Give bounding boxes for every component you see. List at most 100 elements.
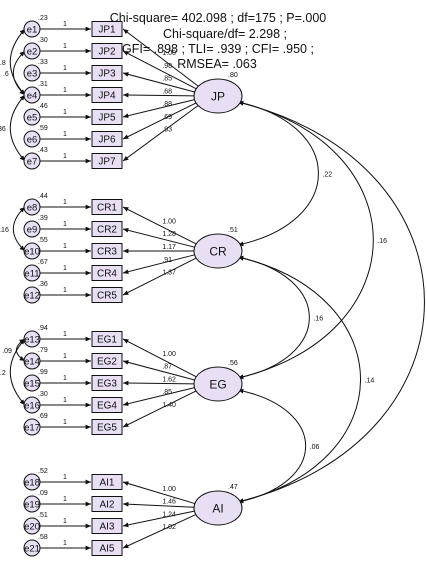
error-term-label: e5 xyxy=(27,112,38,123)
error-variance-label: .52 xyxy=(38,468,48,475)
error-covariance-label: .8 xyxy=(0,60,6,67)
error-variance-label: .69 xyxy=(38,413,48,420)
indicator-box xyxy=(91,87,123,103)
latent-covariance-label: .16 xyxy=(377,238,387,245)
latent-covariance-arc xyxy=(237,255,361,504)
error-path-label: 1 xyxy=(63,65,67,72)
error-variance-label: .58 xyxy=(38,534,48,541)
error-variance-label: .59 xyxy=(38,125,48,132)
loading-arrow xyxy=(122,50,197,90)
error-term-label: e8 xyxy=(27,202,38,213)
loading-label: .93 xyxy=(162,127,172,134)
latent-ellipse xyxy=(193,233,243,269)
error-variance-label: .46 xyxy=(38,103,48,110)
indicator-box xyxy=(91,265,123,281)
error-path-label: 1 xyxy=(63,199,67,206)
error-term-circle xyxy=(23,130,41,148)
indicator-label: EG1 xyxy=(97,335,117,346)
loading-label: 1.00 xyxy=(162,486,176,493)
error-variance-label: .51 xyxy=(38,512,48,519)
error-term-label: e10 xyxy=(24,246,40,257)
latent-variance-label: .51 xyxy=(228,227,238,234)
indicator-box xyxy=(91,287,123,303)
error-path-label: 1 xyxy=(63,43,67,50)
error-term-circle xyxy=(23,396,41,414)
error-term-label: e17 xyxy=(24,422,40,433)
loading-arrow xyxy=(122,510,195,528)
indicator-box xyxy=(91,21,123,37)
error-term-label: e4 xyxy=(27,90,38,101)
latent-label: AI xyxy=(212,502,223,516)
error-term-label: e14 xyxy=(24,356,40,367)
indicator-label: CR3 xyxy=(97,247,117,258)
error-path-label: 1 xyxy=(63,331,67,338)
indicator-label: JP6 xyxy=(98,135,116,146)
loading-label: .85 xyxy=(162,76,172,83)
latent-label: JP xyxy=(211,90,225,104)
indicator-label: EG2 xyxy=(97,357,117,368)
error-term-circle xyxy=(23,539,41,557)
loading-label: 1.62 xyxy=(162,376,176,383)
indicator-box xyxy=(91,109,123,125)
error-term-label: e6 xyxy=(27,134,38,145)
error-path-label: 1 xyxy=(63,474,67,481)
error-path-label: 1 xyxy=(63,109,67,116)
error-variance-label: .31 xyxy=(38,81,48,88)
loading-label: 1.37 xyxy=(162,270,176,277)
error-variance-label: .55 xyxy=(38,237,48,244)
indicator-box xyxy=(91,353,123,369)
error-variance-label: .99 xyxy=(38,369,48,376)
error-term-label: e15 xyxy=(24,378,40,389)
error-term-label: e21 xyxy=(24,543,40,554)
loading-arrow xyxy=(122,99,195,119)
indicator-label: EG4 xyxy=(97,401,117,412)
indicator-box xyxy=(91,474,123,490)
error-path-label: 1 xyxy=(63,353,67,360)
error-term-circle xyxy=(23,108,41,126)
loading-label: 1.00 xyxy=(162,351,176,358)
error-covariance-arc xyxy=(9,338,26,406)
error-path-label: 1 xyxy=(63,243,67,250)
error-variance-label: .39 xyxy=(38,215,48,222)
error-term-label: e12 xyxy=(24,290,40,301)
loading-arrow xyxy=(122,387,195,407)
indicator-box xyxy=(91,43,123,59)
error-path-label: 1 xyxy=(63,131,67,138)
loading-arrow xyxy=(122,257,197,296)
error-covariance-arc xyxy=(12,206,26,252)
error-term-circle xyxy=(23,330,41,348)
error-path-label: 1 xyxy=(63,87,67,94)
error-variance-label: .36 xyxy=(38,281,48,288)
loading-arrow xyxy=(122,92,195,98)
indicator-label: AI3 xyxy=(99,522,114,533)
error-term-label: e7 xyxy=(27,156,38,167)
error-covariance-label: .16 xyxy=(0,227,9,234)
error-term-circle xyxy=(23,264,41,282)
error-term-circle xyxy=(23,220,41,238)
latent-covariance-arc xyxy=(237,255,310,380)
latent-covariance-label: .22 xyxy=(322,172,332,179)
error-path-label: 1 xyxy=(63,518,67,525)
indicator-box xyxy=(91,131,123,147)
latent-label: CR xyxy=(209,245,227,259)
loading-label: 1.02 xyxy=(162,524,176,531)
error-term-label: e9 xyxy=(27,224,38,235)
loading-arrow xyxy=(122,28,199,87)
error-variance-label: .33 xyxy=(38,59,48,66)
indicator-label: JP3 xyxy=(98,69,116,80)
error-term-circle xyxy=(23,374,41,392)
loading-arrow xyxy=(122,72,195,93)
error-covariance-label: .6 xyxy=(3,71,9,78)
error-term-circle xyxy=(23,152,41,170)
latent-variance-label: .80 xyxy=(228,72,238,79)
indicator-box xyxy=(91,397,123,413)
loading-arrow xyxy=(122,501,195,508)
error-covariance-label: .36 xyxy=(0,126,6,133)
indicator-label: CR1 xyxy=(97,203,117,214)
error-variance-label: .30 xyxy=(38,391,48,398)
loading-label: .68 xyxy=(162,88,172,95)
error-path-label: 1 xyxy=(63,287,67,294)
error-term-label: e3 xyxy=(27,68,38,79)
error-term-circle xyxy=(23,198,41,216)
error-variance-label: .67 xyxy=(38,259,48,266)
